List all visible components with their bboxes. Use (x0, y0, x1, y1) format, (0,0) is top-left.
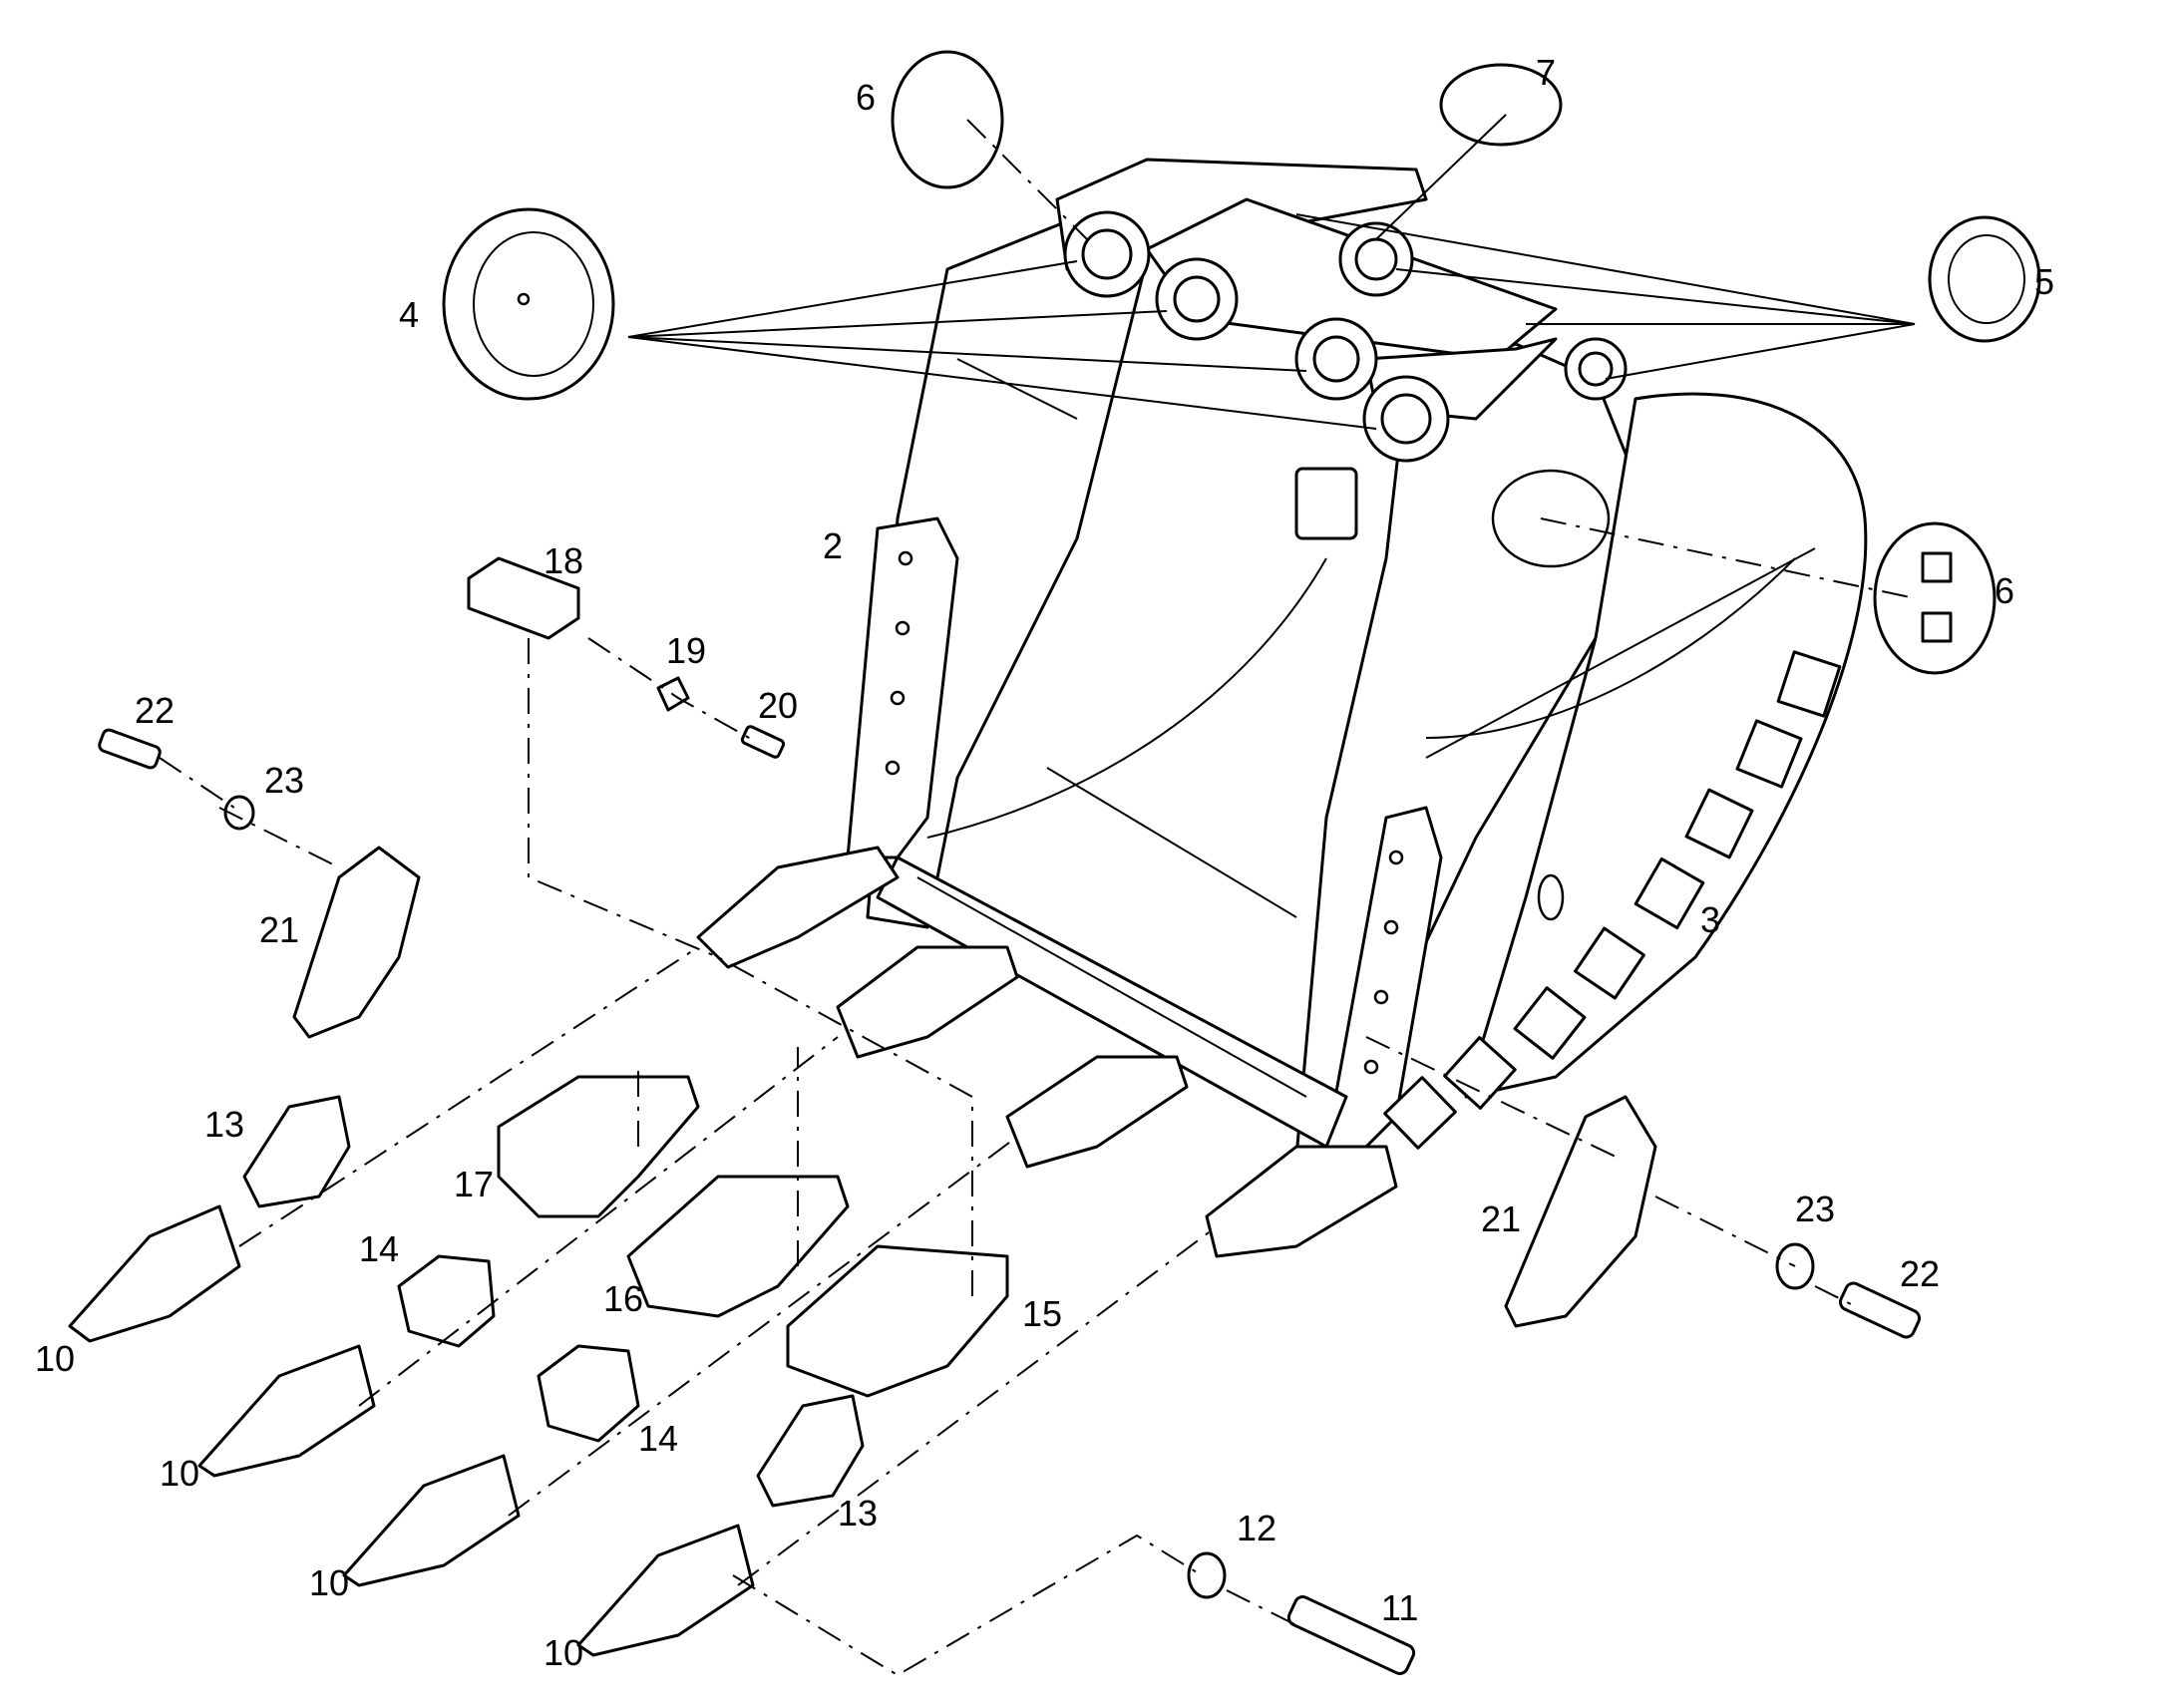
callout-4: 4 (399, 294, 419, 335)
callout-11: 11 (1381, 1587, 1418, 1628)
leader-lines (627, 114, 1916, 430)
callout-15: 15 (1022, 1293, 1062, 1334)
callout-10-d: 10 (544, 1632, 583, 1673)
callout-14-b: 14 (638, 1418, 678, 1459)
callout-2: 2 (823, 525, 843, 566)
callout-21-right: 21 (1481, 1198, 1521, 1239)
callout-12: 12 (1237, 1508, 1276, 1548)
callout-6-right: 6 (1995, 570, 2014, 611)
callout-14-a: 14 (359, 1228, 399, 1269)
bucket-body (846, 207, 1868, 1159)
callout-20: 20 (758, 685, 798, 726)
assembly-lines (159, 119, 1916, 1677)
teeth-set (68, 1095, 865, 1657)
callout-18: 18 (544, 540, 583, 581)
callout-6-top: 6 (856, 77, 876, 118)
callout-13-a: 13 (204, 1104, 244, 1145)
callout-10-b: 10 (160, 1453, 199, 1494)
callout-23-left: 23 (264, 760, 304, 801)
callout-22-right: 22 (1900, 1253, 1940, 1294)
callout-10-c: 10 (309, 1562, 349, 1603)
callout-3: 3 (1700, 899, 1720, 940)
callout-16: 16 (603, 1278, 643, 1319)
callout-13-b: 13 (838, 1493, 878, 1534)
lip-adapters (696, 846, 1398, 1258)
callout-labels: 2 3 4 5 6 6 7 10 10 10 10 11 12 13 13 14… (35, 52, 2054, 1673)
callout-23-right: 23 (1795, 1189, 1835, 1229)
callout-21-left: 21 (259, 909, 299, 950)
hardware (98, 556, 1922, 1675)
callout-17: 17 (454, 1164, 494, 1204)
cover-plates (442, 50, 2041, 675)
callout-19: 19 (666, 630, 706, 671)
callout-10-a: 10 (35, 1338, 75, 1379)
lip-shrouds (497, 1075, 1009, 1398)
hinge-brackets (1055, 158, 1628, 540)
callout-5: 5 (2034, 261, 2054, 302)
side-wear-blocks (1383, 650, 1842, 1150)
callout-22-left: 22 (135, 690, 175, 731)
callout-7: 7 (1536, 52, 1556, 93)
